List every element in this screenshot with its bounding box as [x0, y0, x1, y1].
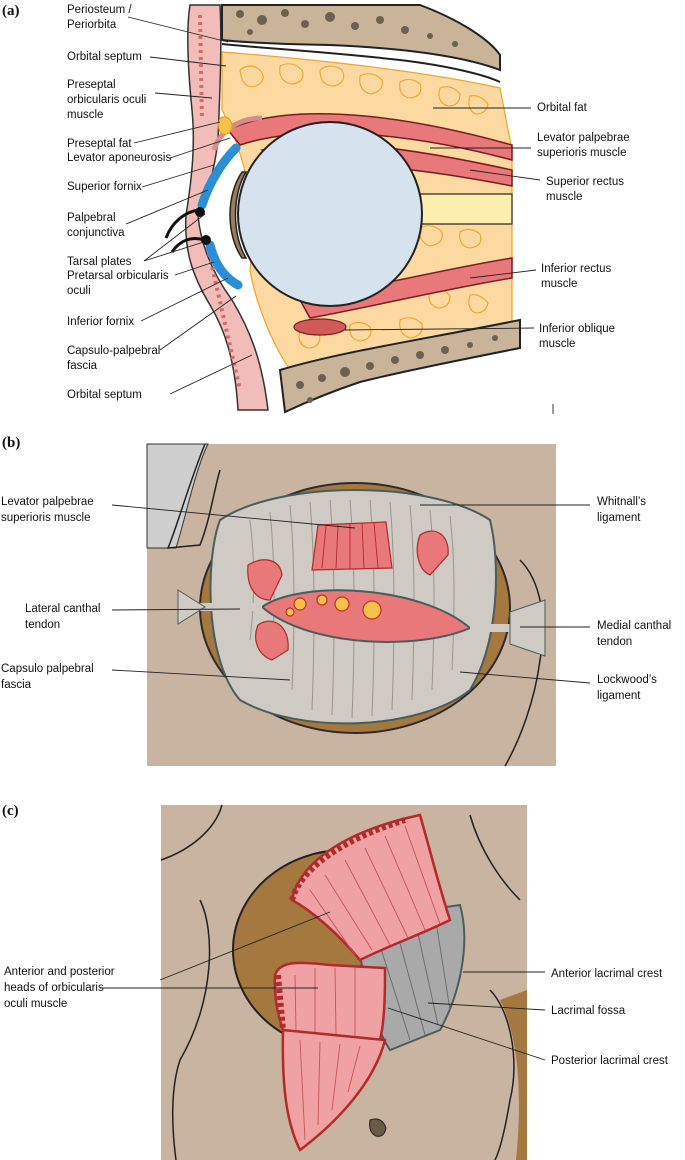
preseptal-fat: [217, 116, 233, 135]
panel-a-tag: (a): [2, 3, 20, 19]
panel-c-left-labels: Anterior and posterior heads of orbicula…: [4, 966, 115, 1010]
label-superior-rectus-muscle: muscle: [546, 191, 582, 203]
panel-b-leaders: [111, 504, 591, 684]
cornea-lens: [229, 171, 248, 259]
label-b-lateral-canthal: Lateral canthal: [25, 603, 100, 615]
panel-b-brow-contour: [166, 443, 221, 549]
panel-c-leaders: [100, 911, 546, 1061]
label-c-anterior-posterior: Anterior and posterior: [4, 966, 115, 978]
panel-b-nasal-contour: [504, 559, 544, 767]
label-tarsal-plates: Tarsal plates: [67, 256, 132, 268]
eyelid-dermis-dots: [198, 14, 242, 391]
label-orbital-septum-bottom: Orbital septum: [67, 389, 142, 401]
panel-a: (a): [2, 3, 630, 414]
label-b-levator: Levator palpebrae: [1, 496, 94, 508]
levator-muscle-b: [311, 521, 393, 571]
orbicularis-beaded-edge-lower: [275, 974, 286, 1031]
panel-c: (c) An: [2, 803, 669, 1160]
panel-a-right-labels: Orbital fat Levator palpebrae superioris…: [537, 102, 630, 350]
inferior-oblique-muscle: [293, 318, 347, 336]
label-inferior-rectus-muscle: muscle: [541, 278, 577, 290]
eyelid-skin: [184, 4, 269, 411]
label-b-fascia: fascia: [1, 679, 32, 691]
roof-periosteum: [221, 43, 501, 83]
label-c-heads-orbicularis: heads of orbicularis: [4, 982, 104, 994]
label-b-superioris-muscle: superioris muscle: [1, 512, 90, 524]
label-periosteum: Periosteum /: [67, 4, 132, 16]
label-b-lockwood: Lockwood’s: [597, 674, 657, 686]
panel-c-left-contour: [160, 804, 223, 1160]
label-fascia: fascia: [67, 360, 98, 372]
floor-bone-dots: [296, 335, 498, 403]
upper-lashes: [164, 208, 199, 239]
label-inferior-oblique: Inferior oblique: [539, 323, 615, 335]
label-b-whitnall: Whitnall’s: [597, 496, 646, 508]
label-b-ligament-2: ligament: [597, 690, 641, 702]
orbicularis-upper-striations: [309, 825, 441, 956]
panel-a-leaders: [125, 16, 554, 414]
label-b-tendon: tendon: [25, 619, 60, 631]
label-levator-palpebrae: Levator palpebrae: [537, 132, 630, 144]
label-b-medial-canthal: Medial canthal: [597, 620, 671, 632]
panel-b-left-labels: Levator palpebrae superioris muscle Late…: [1, 496, 100, 691]
superior-fornix-conjunctiva: [197, 143, 241, 210]
panel-c-bone-right: [500, 990, 527, 1160]
label-orbicularis-oculi: orbicularis oculi: [67, 94, 146, 106]
orbicularis-lower-head: [273, 961, 387, 1042]
label-c-posterior-lacrimal-crest: Posterior lacrimal crest: [551, 1055, 669, 1067]
label-preseptal: Preseptal: [67, 79, 116, 91]
label-c-oculi-muscle: oculi muscle: [4, 998, 67, 1010]
panel-b: (b): [1, 435, 671, 767]
label-periorbita: Periorbita: [67, 19, 117, 31]
orbicularis-lower-tail: [281, 1028, 387, 1152]
orbicularis-lower-striations: [294, 967, 361, 1141]
panel-b-right-labels: Whitnall’s ligament Medial canthal tendo…: [597, 496, 671, 702]
label-inferior-rectus: Inferior rectus: [541, 263, 612, 275]
label-orbital-septum-top: Orbital septum: [67, 51, 142, 63]
inferior-muscle-b: [255, 620, 289, 661]
label-oculi: oculi: [67, 285, 91, 297]
label-palpebral: Palpebral: [67, 212, 116, 224]
label-inferior-fornix: Inferior fornix: [67, 316, 134, 328]
label-b-ligament-1: ligament: [597, 512, 641, 524]
fissure-fat: [285, 594, 382, 620]
lateral-tendon-fan: [177, 589, 206, 625]
fat-lobules: [239, 63, 489, 349]
panel-a-left-labels: Periosteum / Periorbita Orbital septum P…: [67, 4, 171, 401]
label-orbital-fat: Orbital fat: [537, 102, 588, 114]
panel-c-tag: (c): [2, 803, 19, 819]
label-capsulo-palpebral: Capsulo-palpebral: [67, 345, 160, 357]
label-conjunctiva: conjunctiva: [67, 227, 125, 239]
upper-lid-margin: [195, 207, 205, 217]
lateral-rectus-b: [247, 559, 283, 601]
medial-tendon-fan: [509, 599, 546, 657]
levator-muscle-b-striations: [321, 522, 379, 570]
panel-c-small-hole: [369, 1118, 387, 1137]
label-pretarsal-orbicularis: Pretarsal orbicularis: [67, 270, 169, 282]
roof-bone-dots: [236, 9, 458, 47]
medial-rectus-b: [416, 530, 449, 576]
label-muscle: muscle: [67, 109, 103, 121]
orbital-floor-bone: [278, 318, 521, 414]
inferior-fornix-conjunctiva: [205, 240, 243, 290]
label-b-capsulo-palpebral: Capsulo palpebral: [1, 663, 94, 675]
orbicularis-beaded-edge: [289, 817, 406, 901]
eye-globe: [237, 121, 423, 307]
label-superior-fornix: Superior fornix: [67, 181, 142, 193]
label-c-lacrimal-fossa: Lacrimal fossa: [551, 1005, 626, 1017]
panel-c-right-contour: [469, 814, 521, 1160]
label-levator-aponeurosis: Levator aponeurosis: [67, 152, 171, 164]
panel-b-tag: (b): [2, 435, 20, 451]
label-b-tendon-2: tendon: [597, 636, 632, 648]
label-inferior-oblique-muscle: muscle: [539, 338, 575, 350]
lower-lashes: [170, 237, 205, 253]
label-superioris-muscle: superioris muscle: [537, 147, 626, 159]
orbital-roof-bone: [221, 4, 501, 72]
label-preseptal-fat: Preseptal fat: [67, 138, 132, 150]
label-c-anterior-lacrimal-crest: Anterior lacrimal crest: [551, 968, 663, 980]
panel-c-right-labels: Anterior lacrimal crest Lacrimal fossa P…: [551, 968, 669, 1067]
label-superior-rectus: Superior rectus: [546, 176, 624, 188]
